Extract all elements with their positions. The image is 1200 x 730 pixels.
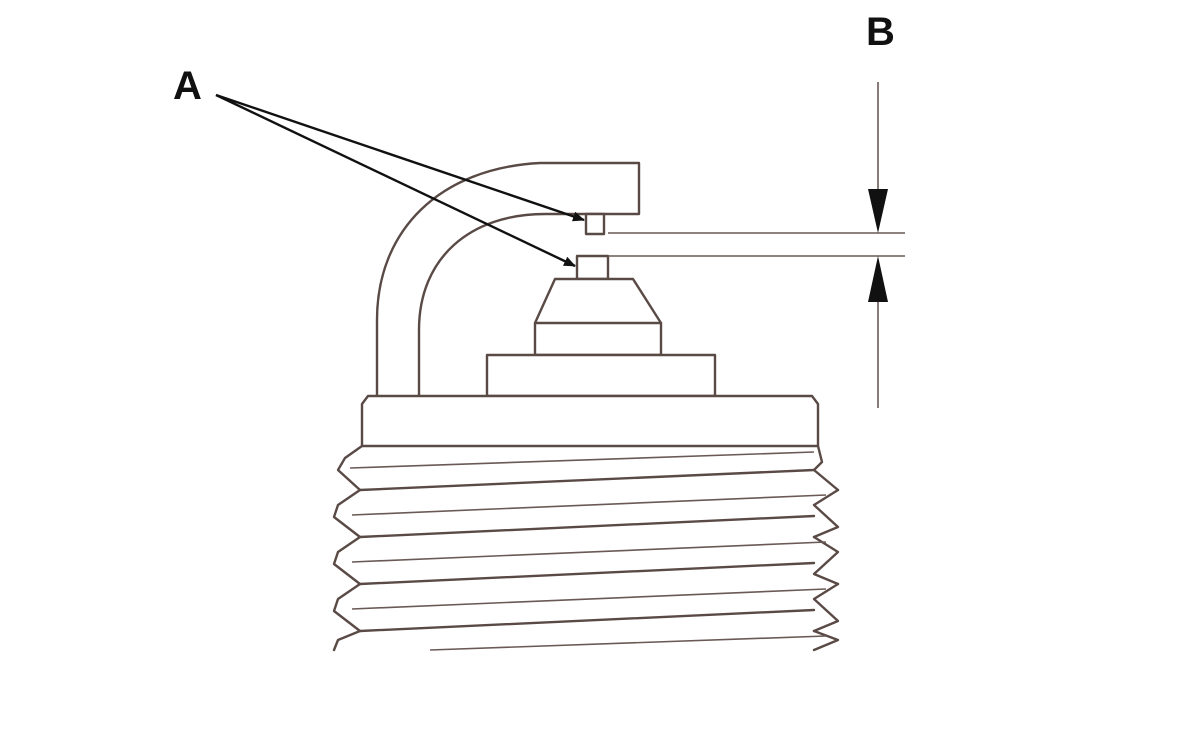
ground-electrode-tip [584, 212, 606, 236]
callout-arrow-center-tip [215, 93, 576, 268]
threads [332, 444, 840, 652]
shell-collar [360, 394, 820, 448]
insulator-base [485, 353, 717, 398]
dimension-b-arrows [868, 82, 888, 408]
label-b: B [866, 10, 895, 54]
insulator-cone [533, 277, 663, 357]
gap-extension-lines [608, 232, 905, 257]
callout-a-arrows [215, 93, 585, 268]
center-electrode-tip [575, 254, 610, 281]
ground-electrode [375, 161, 641, 398]
arrow-down-head [868, 189, 888, 233]
label-a: A [173, 64, 202, 108]
callout-arrow-ground-tip [215, 93, 585, 222]
arrow-up-head [868, 256, 888, 302]
